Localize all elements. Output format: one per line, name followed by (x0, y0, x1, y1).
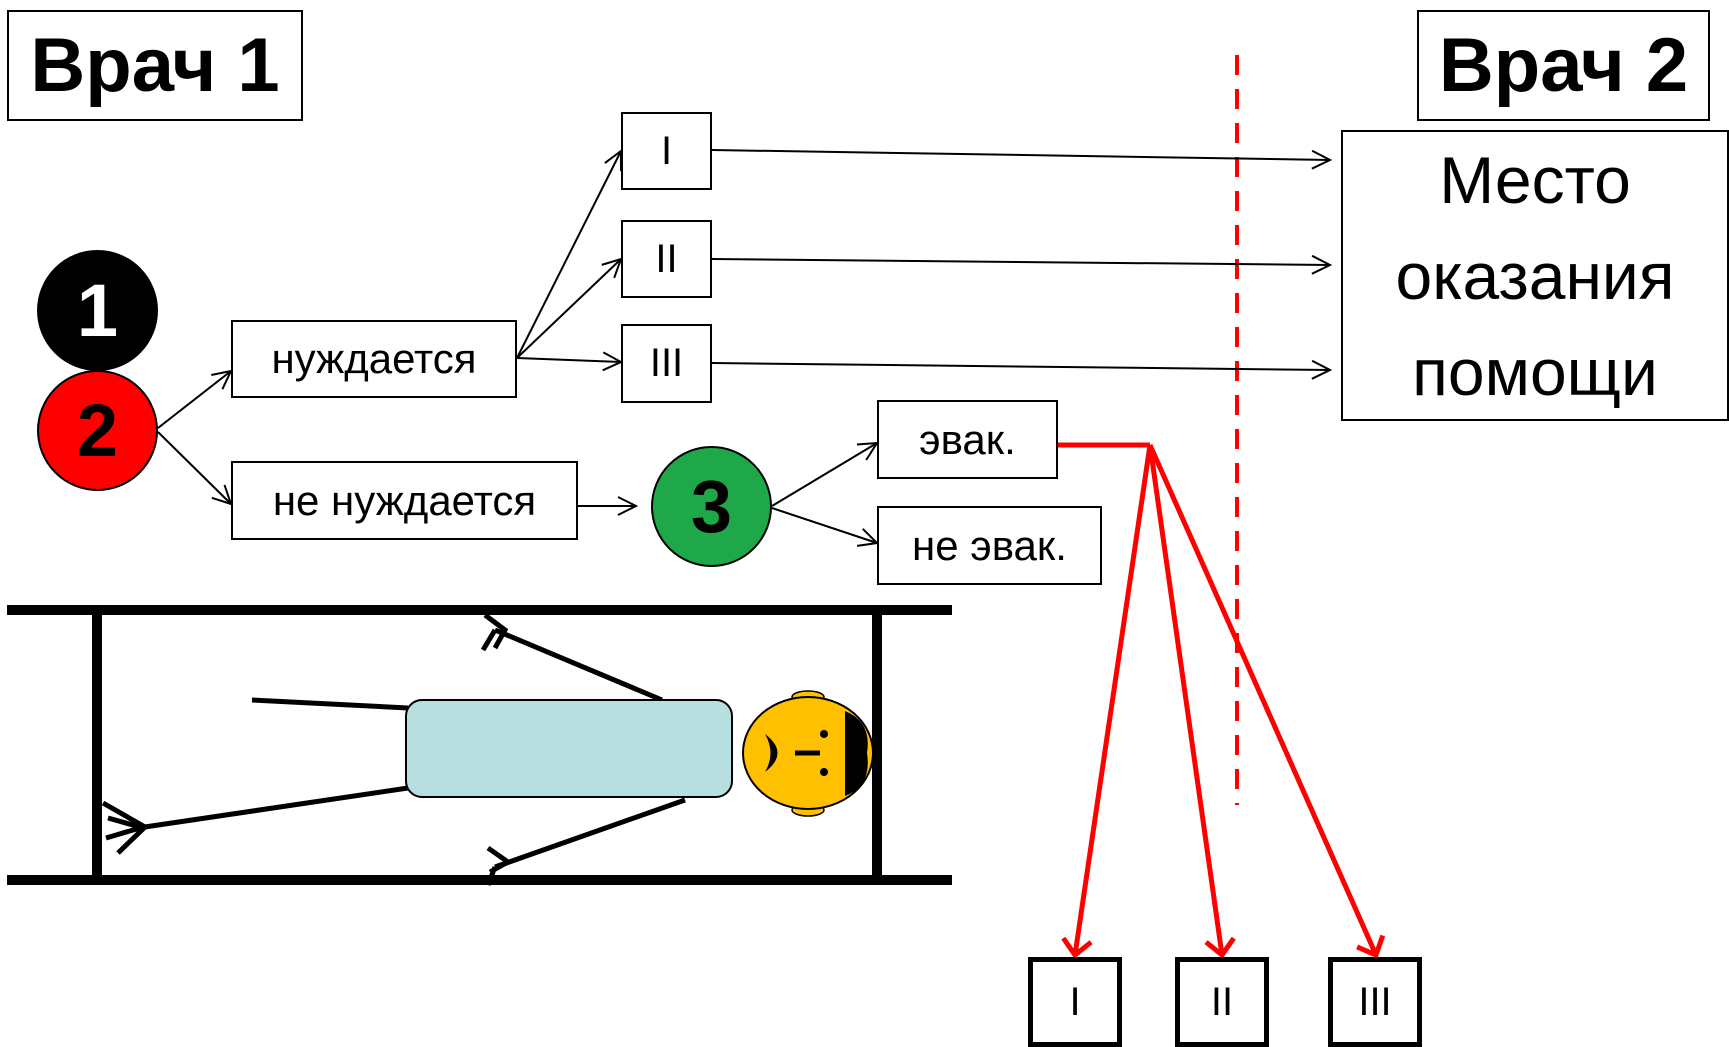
priority-circle-1: 1 (37, 250, 158, 371)
patient-arm-upper (494, 627, 663, 703)
patient-leg-lower (137, 785, 409, 831)
arrow-I-to-place (711, 149, 1330, 160)
place-of-help-line-1: Место (1439, 142, 1631, 217)
evac-category-box-I: I (1028, 957, 1122, 1047)
doctor-1-label: Врач 1 (7, 10, 303, 121)
evac-paths (1058, 442, 1386, 959)
arrow-needs-to-III (516, 358, 621, 362)
patient-eye-left (820, 730, 828, 738)
arrow-to-evac (771, 443, 877, 507)
stretcher-with-patient (7, 605, 952, 886)
evac-box: эвак. (877, 400, 1058, 479)
arrow-to-not-evac (771, 507, 877, 543)
place-of-help-box: Место оказания помощи (1341, 130, 1729, 421)
evac-arrow-to-I (1061, 444, 1153, 959)
not-evac-box: не эвак. (877, 506, 1102, 585)
evac-arrow-to-III (1147, 443, 1386, 959)
patient-mouth (765, 734, 778, 772)
category-box-III: III (621, 324, 712, 403)
evac-arrow-to-II (1147, 444, 1236, 959)
doctor-2-label: Врач 2 (1417, 10, 1710, 121)
arrow-II-to-place (711, 259, 1330, 265)
priority-circle-3: 3 (651, 446, 772, 567)
evac-category-box-III: III (1328, 957, 1422, 1047)
not-needs-box: не нуждается (231, 461, 578, 540)
arrow-III-to-place (711, 363, 1330, 370)
needs-box: нуждается (231, 320, 517, 398)
arrow-to-not-needs (157, 431, 231, 504)
arrow-to-needs (157, 371, 231, 429)
place-of-help-line-2: оказания (1395, 238, 1675, 313)
patient-foot-lower (101, 800, 150, 855)
arrow-needs-to-II (516, 259, 621, 359)
patient-leg-upper (251, 697, 409, 711)
evac-category-box-II: II (1175, 957, 1269, 1047)
place-of-help-line-3: помощи (1412, 334, 1658, 409)
patient-hand-upper (480, 613, 509, 652)
priority-circle-2: 2 (37, 370, 158, 491)
arrow-needs-to-I (516, 151, 621, 359)
patient-hand-lower (485, 845, 513, 886)
category-box-II: II (621, 220, 712, 298)
patient-hair (845, 711, 868, 796)
patient-eye-right (820, 768, 828, 776)
patient-body (405, 699, 733, 798)
category-box-I: I (621, 112, 712, 190)
patient-arm-lower (494, 797, 686, 870)
